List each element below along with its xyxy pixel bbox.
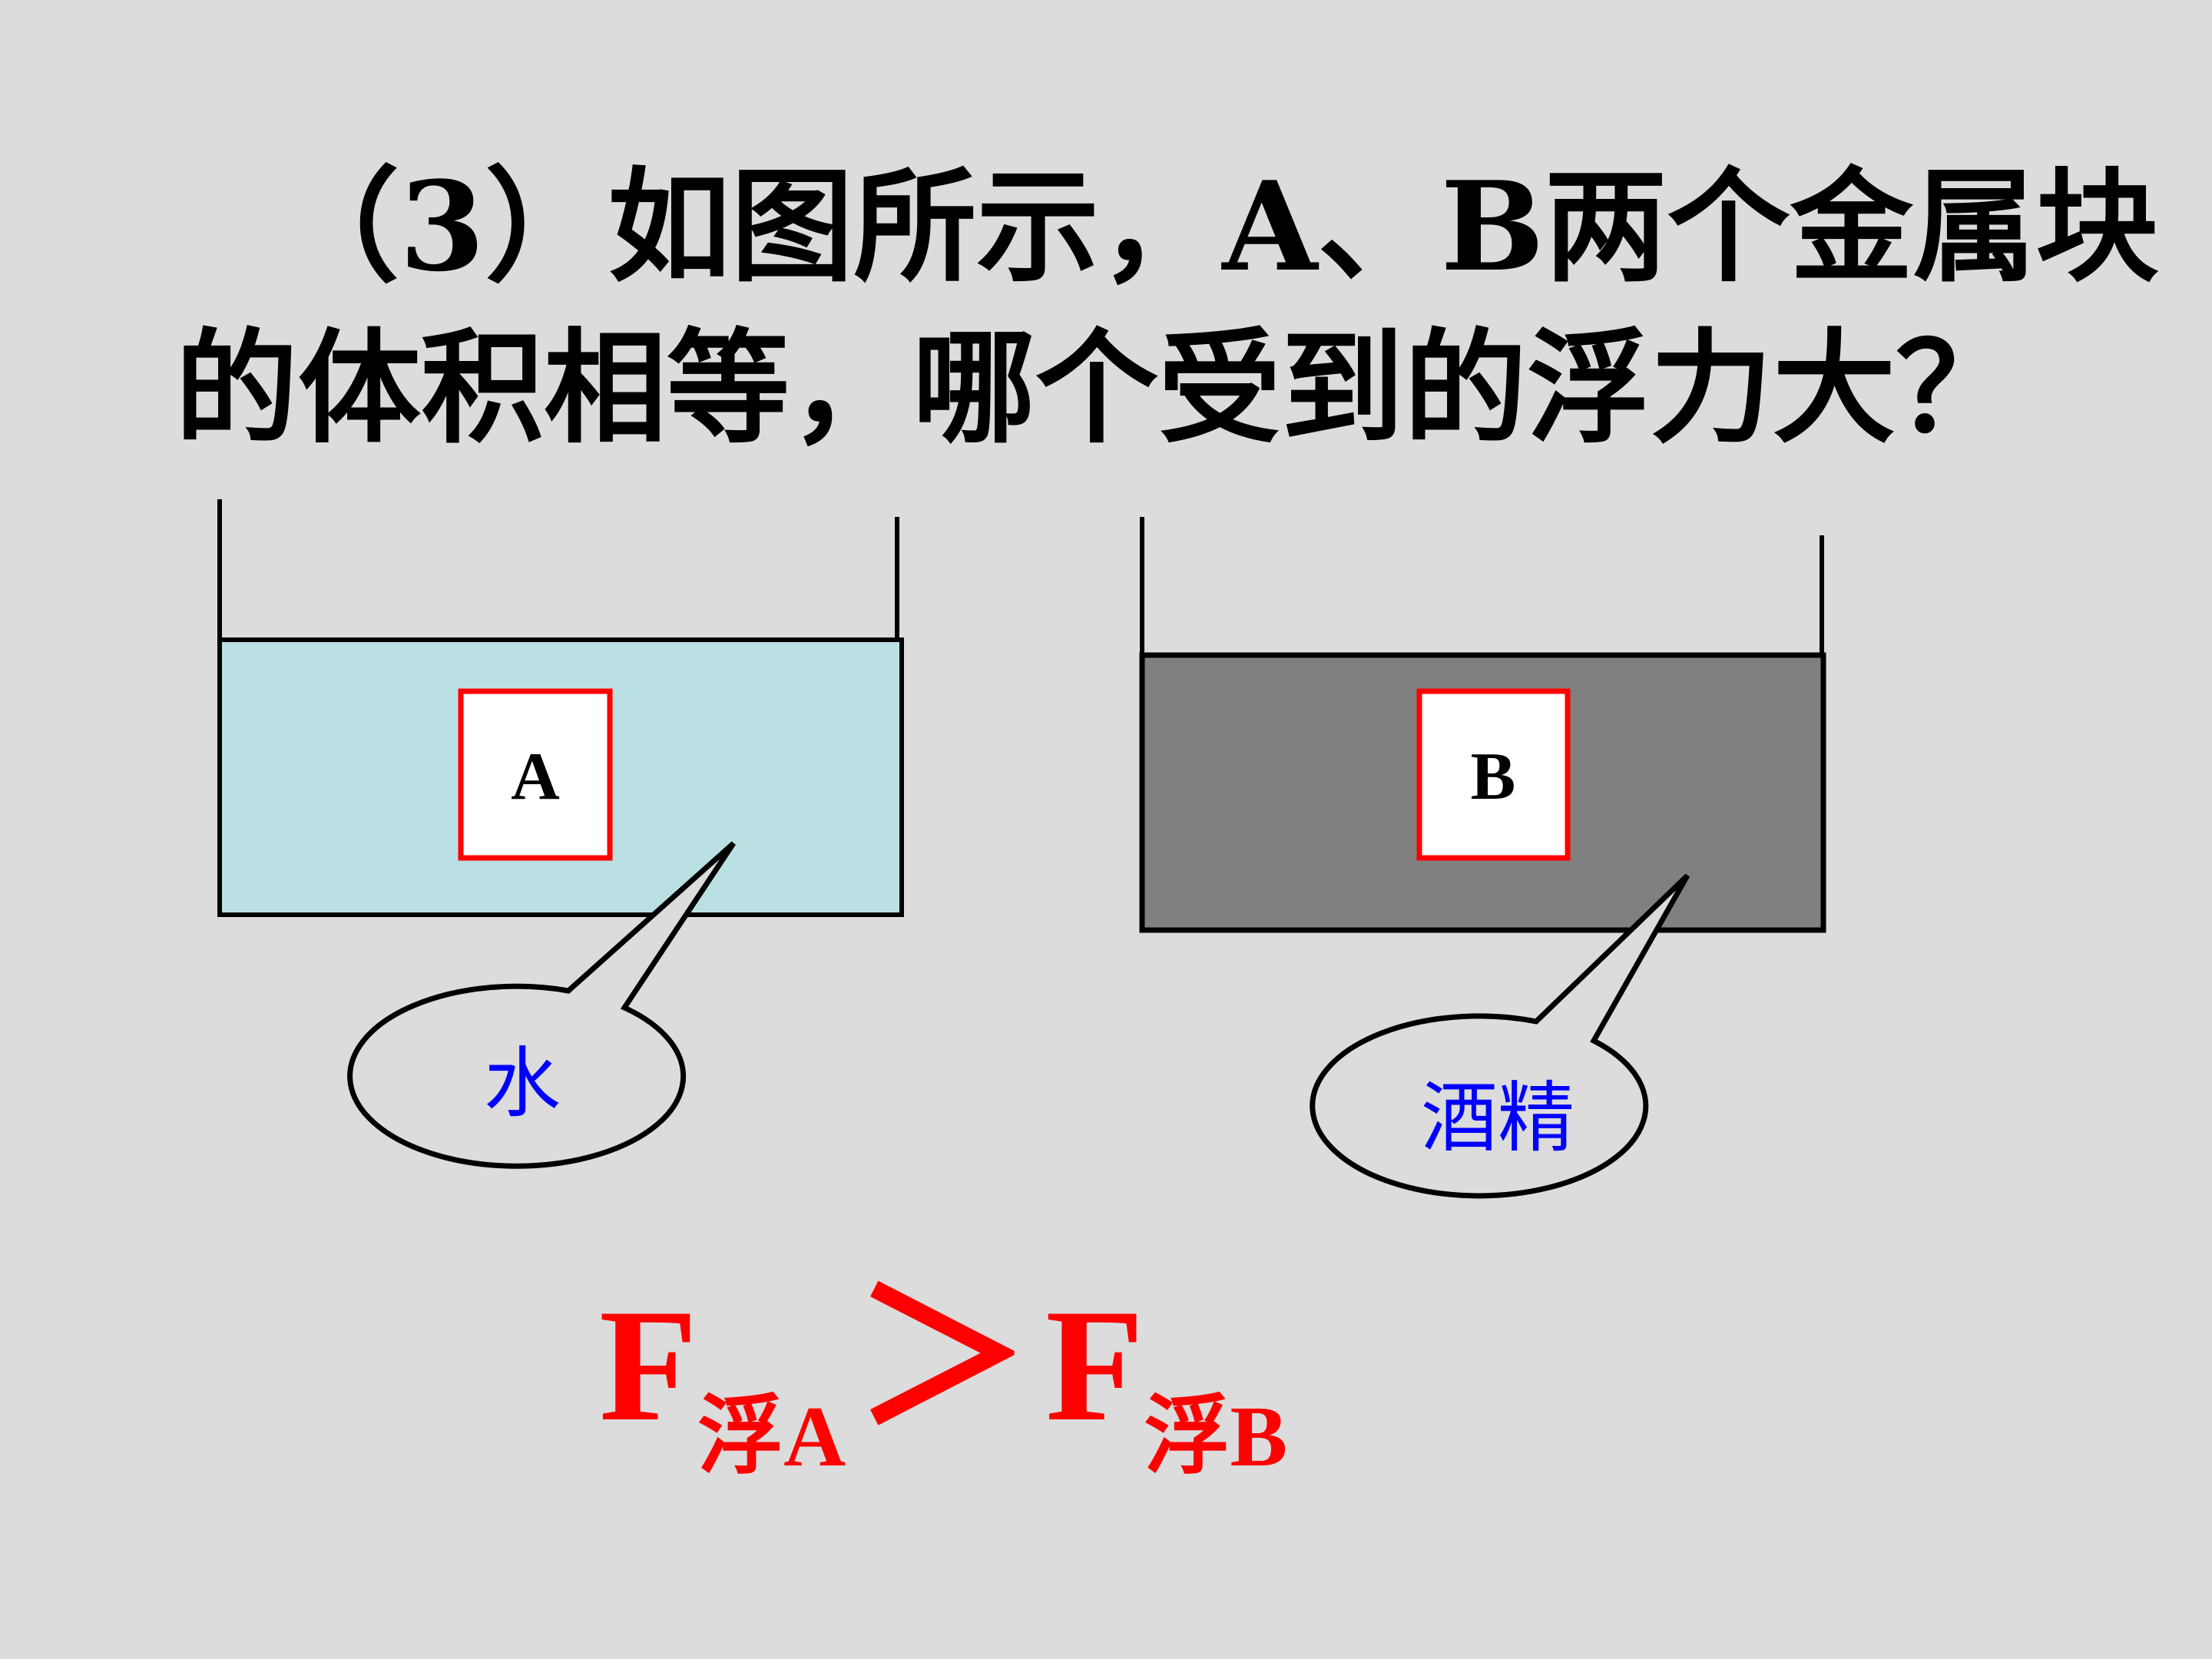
metal-block-a <box>458 688 613 861</box>
water-callout-bubble <box>347 841 736 1169</box>
question-line-2: 的体积相等，哪个受到的浮力大？ <box>175 316 2019 460</box>
question-text: （3）如图所示，A、B两个金属块 的体积相等，哪个受到的浮力大？ <box>175 146 2159 469</box>
force-b-subscript: 浮B <box>1144 1389 1288 1485</box>
block-a-label: A <box>511 740 560 814</box>
question-line-1: （3）如图所示，A、B两个金属块 <box>276 154 2159 299</box>
water-callout: 水 <box>347 841 736 1169</box>
alcohol-callout: 酒精 <box>1310 873 1690 1199</box>
block-b-label: B <box>1471 740 1516 814</box>
greater-than-sign: ＞ <box>853 1257 1031 1462</box>
right-container: B <box>1139 517 1826 933</box>
alcohol-label: 酒精 <box>1421 1073 1575 1163</box>
metal-block-b <box>1416 688 1571 861</box>
force-b-symbol: F <box>1045 1277 1144 1455</box>
left-container: A <box>217 499 904 917</box>
water-label: 水 <box>484 1038 561 1128</box>
force-a-symbol: F <box>599 1277 698 1455</box>
water-liquid <box>217 637 904 917</box>
answer-formula: F浮A＞F浮B <box>599 1271 1287 1485</box>
force-a-subscript: 浮A <box>697 1389 846 1485</box>
alcohol-callout-bubble <box>1310 873 1690 1199</box>
